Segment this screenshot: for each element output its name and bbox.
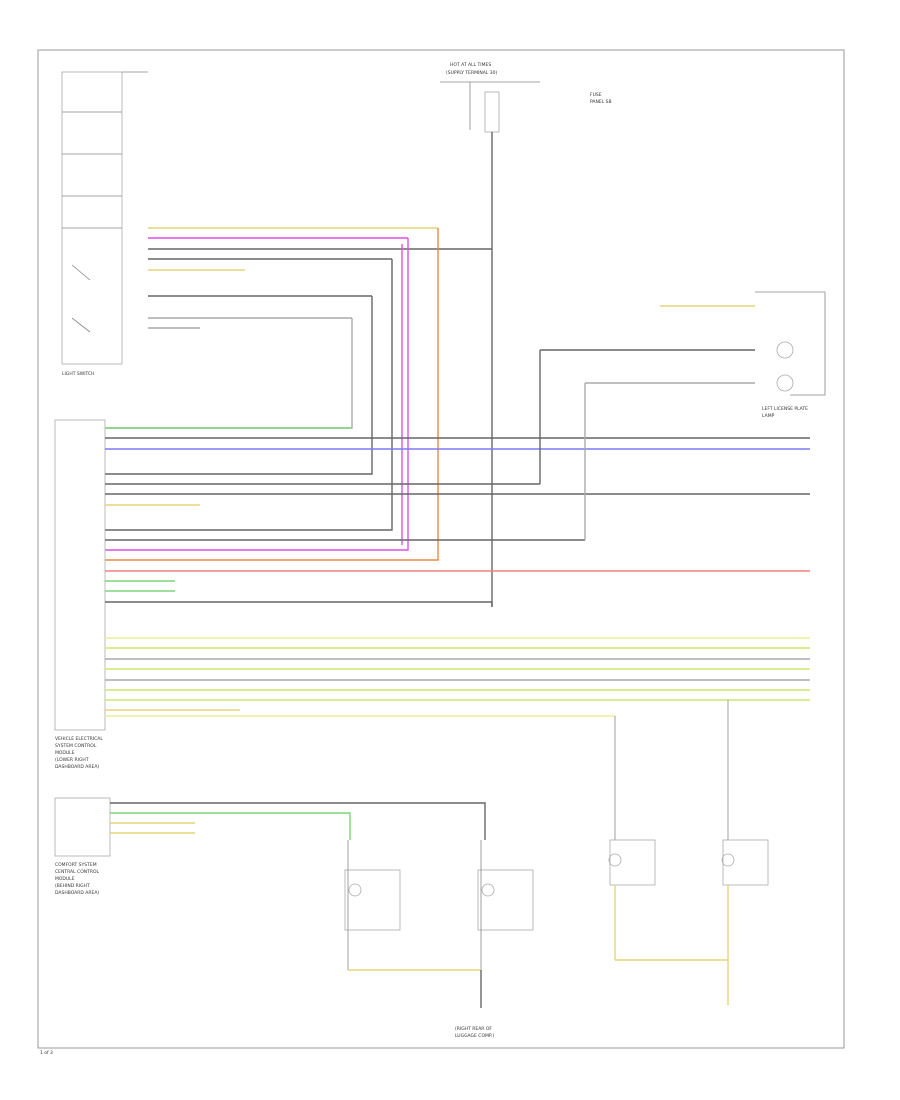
fuse-label-2: PANEL SB — [590, 99, 612, 105]
fuse-label-1: FUSE — [590, 92, 602, 98]
vehicle-module — [54, 419, 106, 731]
risers — [105, 228, 439, 561]
comfort-module-label-5: DASHBOARD AREA) — [55, 890, 99, 896]
switch-outputs — [148, 227, 492, 329]
vehicle-module-label-4: (LOWER RIGHT — [55, 757, 89, 763]
vehicle-module-label-5: DASHBOARD AREA) — [55, 764, 99, 770]
vehicle-module-label-1: VEHICLE ELECTRICAL — [55, 736, 103, 742]
comfort-module — [54, 797, 111, 857]
ground-label-2: LUGGAGE COMP.) — [455, 1033, 494, 1039]
diagram-frame — [37, 49, 845, 1049]
right-lamp-area: LEFT LICENSE PLATE LAMP — [539, 291, 826, 540]
comfort-module-label-2: CENTRAL CONTROL — [55, 869, 100, 875]
comfort-module-label-4: (BEHIND RIGHT — [55, 883, 90, 889]
comfort-module-label-3: MODULE — [55, 876, 75, 882]
lower-bundle — [105, 637, 810, 717]
vehicle-module-label-2: SYSTEM CONTROL — [55, 743, 97, 749]
vehicle-module-label-3: MODULE — [55, 750, 75, 756]
comfort-module-label-1: COMFORT SYSTEM — [55, 862, 97, 868]
license-lamp-label-2: LAMP — [762, 413, 775, 419]
ground-label-1: (RIGHT REAR OF — [455, 1026, 492, 1032]
rear-lamps-right — [608, 700, 769, 1005]
module-wires — [105, 427, 810, 607]
rear-lamps-left: (RIGHT REAR OF LUGGAGE COMP.) — [344, 840, 534, 1039]
fuse-area: HOT AT ALL TIMES (SUPPLY TERMINAL 30) FU… — [440, 62, 612, 133]
light-switch-label: LIGHT SWITCH — [62, 371, 95, 377]
comfort-wires — [110, 802, 486, 840]
hot-label-2: (SUPPLY TERMINAL 30) — [446, 70, 497, 76]
hot-label-1: HOT AT ALL TIMES — [450, 62, 491, 68]
license-lamp-label-1: LEFT LICENSE PLATE — [762, 406, 808, 412]
page-footer: 1 of 3 — [40, 1050, 53, 1056]
light-switch: LIGHT SWITCH — [61, 71, 148, 377]
